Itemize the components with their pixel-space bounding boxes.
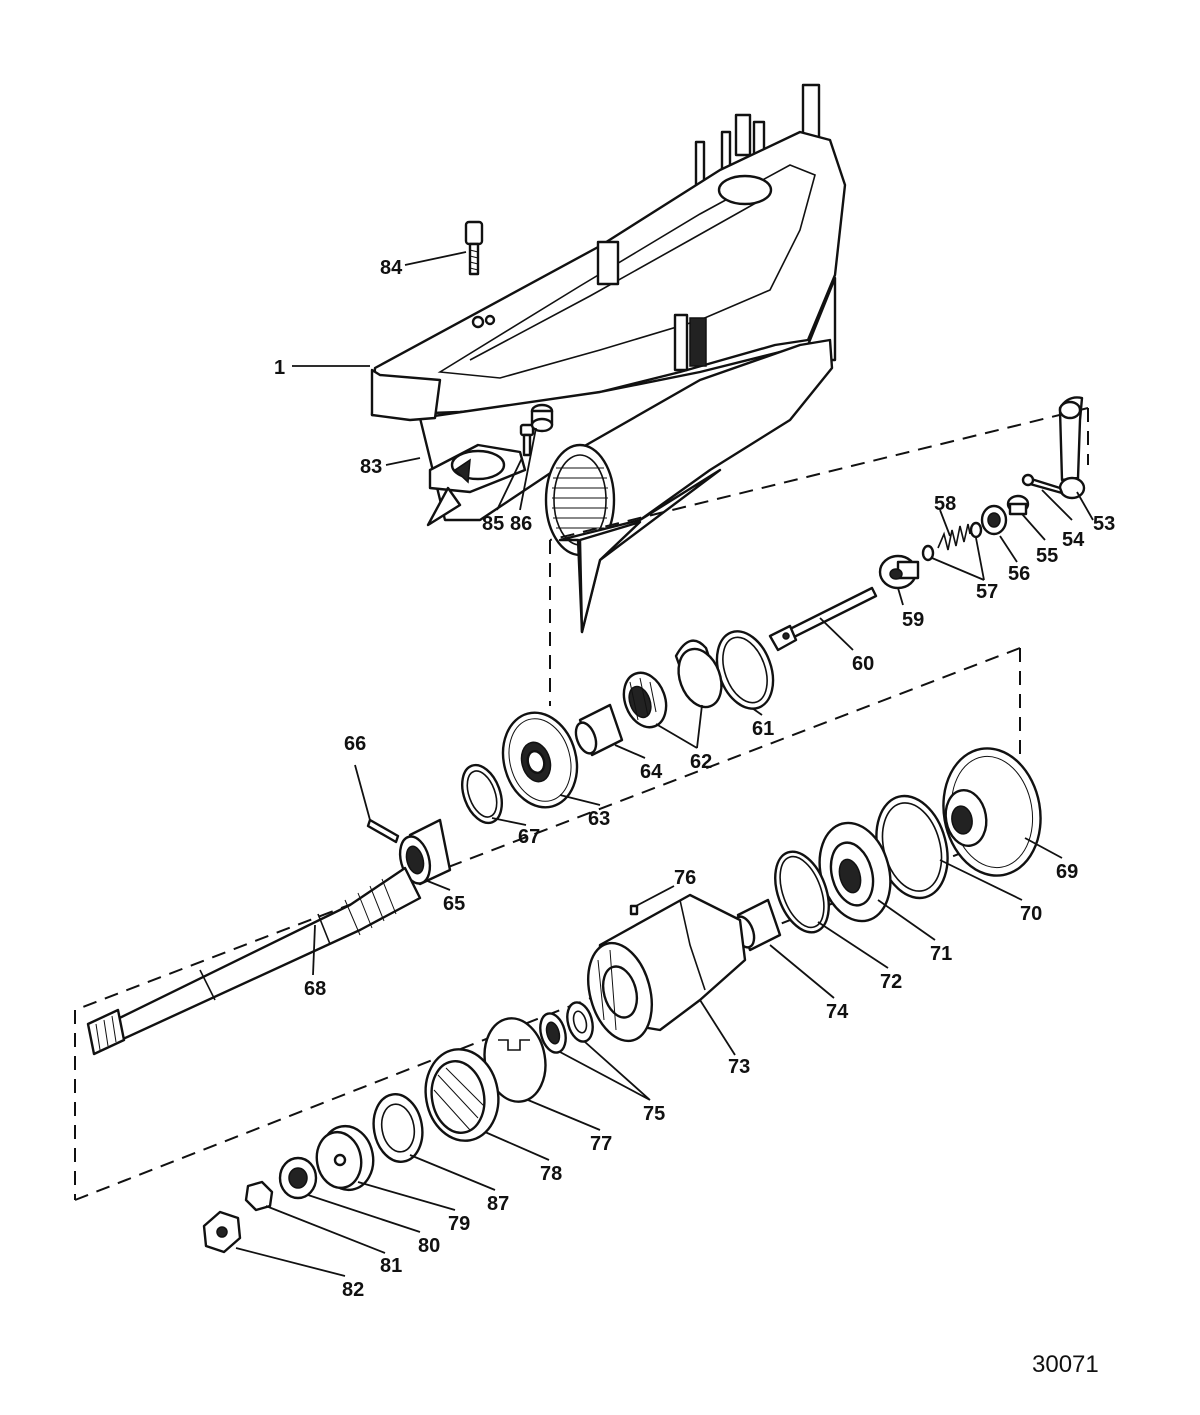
callout-82: 82 [342,1279,364,1301]
part-55 [1006,494,1030,516]
callout-56: 56 [1008,563,1030,585]
callout-81: 81 [380,1255,402,1277]
trim-tab [426,443,527,527]
screw-85 [519,423,535,457]
thrust-hub-79 [315,1124,375,1192]
callout-75: 75 [643,1103,665,1125]
callout-66: 66 [344,733,366,755]
callout-67: 67 [518,826,540,848]
pin-66 [366,818,400,844]
callout-62: 62 [690,751,712,773]
part-56 [980,504,1008,536]
o-ring-72 [774,850,830,934]
callout-70: 70 [1020,903,1042,925]
callout-85: 85 [482,513,504,535]
gear-63 [501,711,579,809]
ring-78 [424,1048,500,1142]
callout-63: 63 [588,808,610,830]
nut-82 [202,1210,242,1254]
gear-69 [942,747,1042,877]
bearing-carrier [587,893,747,1043]
callout-76: 76 [674,867,696,889]
callout-58: 58 [934,493,956,515]
callout-60: 60 [852,653,874,675]
callout-65: 65 [443,893,465,915]
callout-74: 74 [826,1001,849,1023]
callout-71: 71 [930,943,952,965]
bearing-74 [732,898,782,952]
pin-54 [1021,473,1064,495]
callout-86: 86 [510,513,532,535]
nut-80 [278,1156,318,1200]
plug-86 [530,403,554,433]
propeller-shaft [86,866,422,1056]
shaft-60 [768,586,878,652]
callout-83: 83 [360,456,382,478]
spring-58 [937,523,971,551]
washers-57 [921,521,983,562]
callout-80: 80 [418,1235,440,1257]
bearing-cup-62 [674,639,723,709]
cam-follower-53 [1058,396,1086,500]
clutch-65 [398,818,452,886]
callout-55: 55 [1036,545,1058,567]
callout-72: 72 [880,971,902,993]
bearing-71 [818,821,892,923]
callout-54: 54 [1062,529,1085,551]
callout-labels: 1 84 83 85 86 53 54 55 56 57 58 59 60 61… [274,257,1115,1301]
callout-59: 59 [902,609,924,631]
part-76 [629,904,639,916]
seals-75 [539,1001,594,1054]
part-59 [878,554,920,590]
callout-77: 77 [590,1133,612,1155]
callout-53: 53 [1093,513,1115,535]
leader-lines [235,251,1094,1277]
bearing-cone-62 [622,671,668,729]
callout-79: 79 [448,1213,470,1235]
tab-washer-81 [244,1180,274,1212]
callout-64: 64 [640,761,663,783]
figure-number: 30071 [1032,1351,1099,1378]
callout-68: 68 [304,978,326,1000]
callout-78: 78 [540,1163,562,1185]
ring-67 [461,763,503,825]
callout-69: 69 [1056,861,1078,883]
callout-61: 61 [752,718,774,740]
screw-84 [464,220,484,276]
callout-1: 1 [274,357,285,379]
bearing-64 [574,703,624,757]
callout-73: 73 [728,1056,750,1078]
washer-87 [372,1093,424,1163]
callout-87: 87 [487,1193,509,1215]
callout-57: 57 [976,581,998,603]
gear-housing [370,83,847,634]
ring-61 [715,630,775,710]
callout-84: 84 [380,257,403,279]
